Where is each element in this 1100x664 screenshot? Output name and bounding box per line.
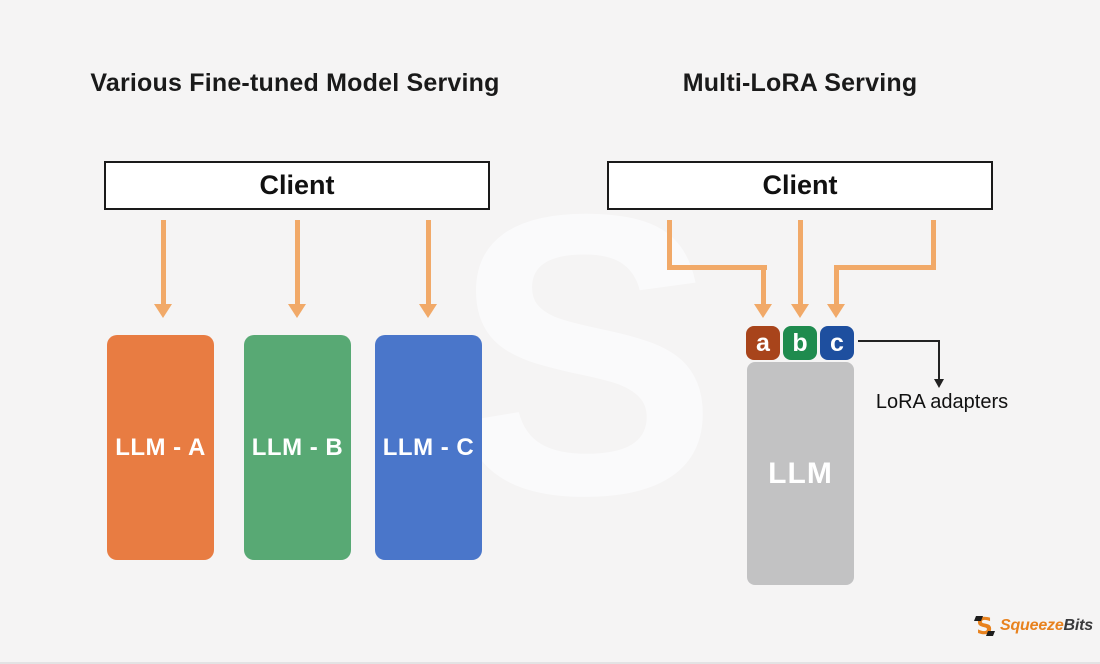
right-panel-title: Multi-LoRA Serving	[682, 69, 918, 97]
arrow-client-to-llm-c	[419, 220, 437, 318]
watermark-s-logo: S	[451, 131, 719, 578]
left-panel-title: Various Fine-tuned Model Serving	[90, 69, 500, 97]
arrow-middle	[791, 220, 809, 318]
squeezebits-s-icon: S	[974, 614, 995, 639]
arrow-client-to-llm-a	[154, 220, 172, 318]
squeezebits-wordmark: SqueezeBits	[1000, 617, 1093, 635]
llm-b-box: LLM - B	[244, 335, 351, 560]
brand-second: Bits	[1063, 617, 1094, 634]
arrow-client-to-llm-b	[288, 220, 306, 318]
annotation-line-h	[858, 340, 940, 342]
arrow-elbow-left-h	[667, 265, 767, 270]
lora-adapters-label: LoRA adapters	[875, 391, 1009, 413]
llm-a-box: LLM - A	[107, 335, 214, 560]
squeezebits-logo: S SqueezeBits	[973, 613, 1093, 639]
adapter-a-chip: a	[746, 326, 780, 360]
annotation-line-v	[938, 340, 940, 380]
annotation-arrowhead-icon	[934, 379, 944, 388]
arrow-elbow-right-v1	[931, 220, 936, 270]
adapter-row: a b c	[746, 326, 854, 360]
llm-shared-box: LLM	[747, 362, 854, 585]
arrow-elbow-left-v1	[667, 220, 672, 270]
brand-first: Squeeze	[1000, 617, 1064, 634]
adapter-b-chip: b	[783, 326, 817, 360]
adapter-c-chip: c	[820, 326, 854, 360]
arrow-elbow-left-v2	[754, 265, 772, 318]
arrow-elbow-right-v2	[827, 265, 845, 318]
llm-c-box: LLM - C	[375, 335, 482, 560]
arrow-elbow-right-h	[836, 265, 936, 270]
right-client-box: Client	[607, 161, 993, 210]
left-client-box: Client	[104, 161, 490, 210]
